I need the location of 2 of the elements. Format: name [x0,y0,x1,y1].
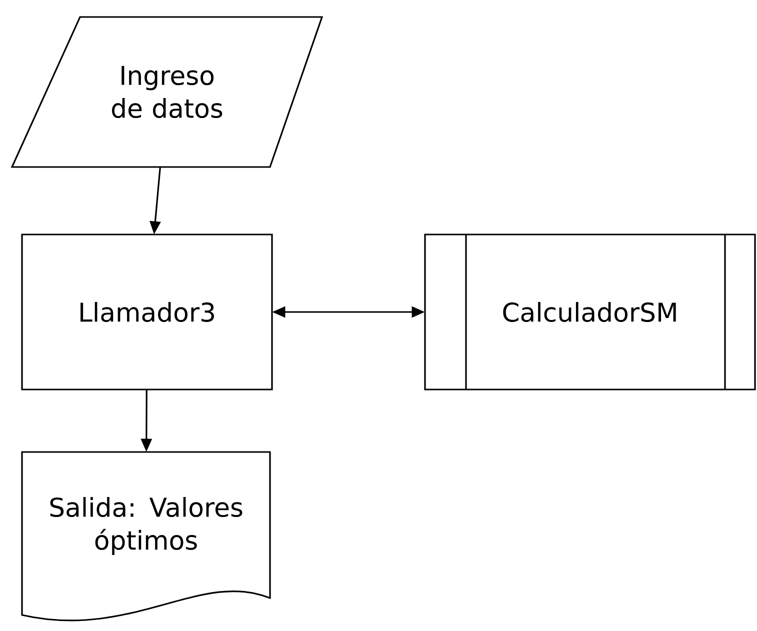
process-box: Llamador3 [21,234,273,390]
subroutine-box: CalculadorSM [424,234,756,390]
